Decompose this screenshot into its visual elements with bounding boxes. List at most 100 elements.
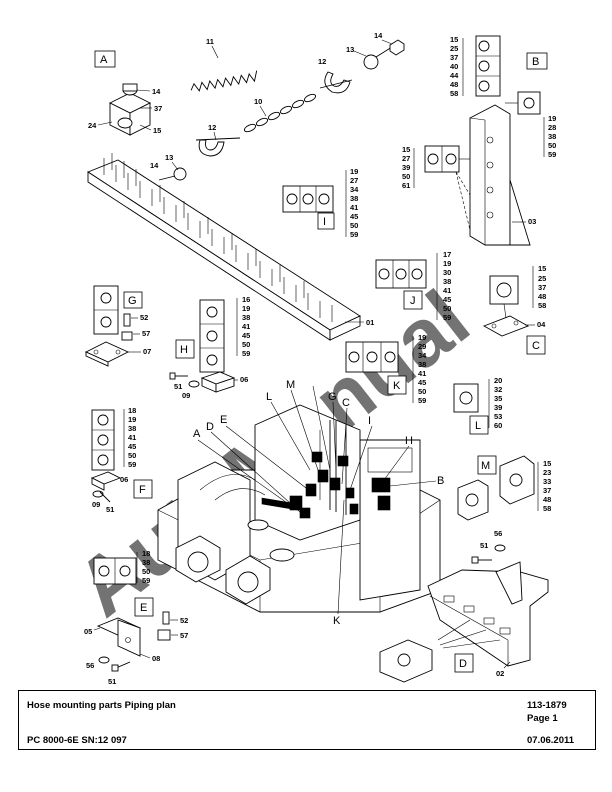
svg-text:58: 58 (450, 89, 458, 98)
group-a: A 14 37 24 15 (88, 50, 162, 136)
machine-label-b: B (437, 475, 444, 487)
machine-label-h: H (405, 435, 413, 447)
svg-text:45: 45 (443, 295, 451, 304)
part-08: 08 (152, 654, 160, 663)
svg-text:30: 30 (443, 268, 451, 277)
part-57-g: 57 (142, 329, 150, 338)
svg-text:19: 19 (242, 304, 250, 313)
box-e: E (140, 602, 147, 614)
svg-text:25: 25 (538, 274, 546, 283)
svg-text:59: 59 (548, 150, 556, 159)
callouts-i: 19 27 34 38 41 45 50 59 (345, 167, 359, 239)
svg-text:45: 45 (128, 442, 136, 451)
box-l: L (475, 420, 481, 432)
svg-text:41: 41 (242, 322, 250, 331)
group-c: 04 C 15 25 37 48 58 (482, 264, 546, 355)
group-j: J 17 19 30 38 41 45 50 59 (375, 250, 451, 322)
svg-text:16: 16 (242, 295, 250, 304)
svg-text:20: 20 (494, 376, 502, 385)
svg-text:38: 38 (350, 194, 358, 203)
part-01: 01 (366, 318, 374, 327)
svg-text:44: 44 (450, 71, 459, 80)
document-number: 113-1879 (527, 700, 567, 711)
machine-label-k: L (266, 391, 272, 403)
group-b: B 15 25 37 40 44 48 58 03 (402, 35, 556, 246)
page-number: Page 1 (527, 713, 558, 724)
box-d: D (459, 658, 467, 670)
box-b: B (532, 56, 539, 68)
box-i: I (323, 216, 326, 228)
machine-label-d: D (206, 421, 214, 433)
machine-label-j: K (333, 615, 341, 627)
svg-text:29: 29 (418, 342, 426, 351)
svg-text:50: 50 (142, 567, 150, 576)
callouts-h: 16 19 38 41 45 50 59 (236, 295, 250, 358)
svg-text:37: 37 (543, 486, 551, 495)
svg-text:15: 15 (538, 264, 546, 273)
part-09-h: 09 (182, 391, 190, 400)
svg-text:58: 58 (543, 504, 551, 513)
group-e: 18 38 50 59 E 05 08 52 57 56 51 (84, 549, 188, 686)
svg-text:32: 32 (494, 385, 502, 394)
callouts-l: 20 32 35 39 53 60 (488, 376, 502, 430)
svg-text:35: 35 (494, 394, 502, 403)
svg-text:25: 25 (450, 44, 458, 53)
svg-text:19: 19 (548, 114, 556, 123)
svg-text:39: 39 (494, 403, 502, 412)
svg-text:38: 38 (142, 558, 150, 567)
svg-text:19: 19 (443, 259, 451, 268)
callouts-k: 19 29 34 38 41 45 50 59 (412, 333, 427, 405)
svg-text:34: 34 (350, 185, 359, 194)
svg-text:50: 50 (350, 221, 358, 230)
svg-text:33: 33 (543, 477, 551, 486)
svg-text:27: 27 (402, 154, 410, 163)
svg-text:19: 19 (418, 333, 426, 342)
part-57-e: 57 (180, 631, 188, 640)
part-06-h: 06 (240, 375, 248, 384)
callouts-b-side: 19 28 38 50 59 (543, 114, 556, 159)
part-56-d: 56 (494, 529, 502, 538)
box-g: G (128, 295, 137, 307)
callouts-left-of-b: 15 27 39 50 61 (402, 145, 415, 190)
part-37-a: 37 (154, 104, 162, 113)
svg-text:59: 59 (443, 313, 451, 322)
svg-text:50: 50 (128, 451, 136, 460)
callouts-m: 15 23 33 37 48 58 (537, 459, 551, 513)
svg-text:50: 50 (418, 387, 426, 396)
svg-text:59: 59 (418, 396, 426, 405)
rail-01: 01 (87, 153, 374, 341)
group-l: L 20 32 35 39 53 60 (453, 376, 502, 435)
spring: 11 (190, 37, 258, 92)
machine-body (157, 404, 441, 613)
svg-text:37: 37 (538, 283, 546, 292)
part-51-d: 51 (480, 541, 488, 550)
part-14-mid: 14 (150, 161, 159, 170)
svg-text:60: 60 (494, 421, 502, 430)
document-date: 07.06.2011 (527, 735, 575, 746)
svg-text:19: 19 (128, 415, 136, 424)
svg-text:18: 18 (128, 406, 136, 415)
group-h: H 16 19 38 41 45 50 59 06 51 09 (169, 295, 250, 400)
part-56-e: 56 (86, 661, 94, 670)
part-11: 11 (206, 37, 214, 46)
part-51-e: 51 (108, 677, 116, 686)
svg-text:19: 19 (350, 167, 358, 176)
svg-text:48: 48 (543, 495, 551, 504)
group-m: M 15 23 33 37 48 58 (457, 455, 551, 521)
part-06-f: 06 (120, 475, 128, 484)
part-15-a: 15 (153, 126, 161, 135)
part-02: 02 (496, 669, 504, 678)
drawing-title: Hose mounting parts Piping plan (27, 700, 176, 711)
svg-text:39: 39 (402, 163, 410, 172)
part-09-f: 09 (92, 500, 100, 509)
part-14-a: 14 (152, 87, 161, 96)
svg-text:17: 17 (443, 250, 451, 259)
part-51-h: 51 (174, 382, 182, 391)
group-d: 02 D 51 56 (379, 529, 549, 683)
machine-serial: PC 8000-6E SN:12 097 (27, 735, 127, 746)
svg-text:50: 50 (242, 340, 250, 349)
part-12-top: 12 (318, 57, 326, 66)
svg-text:41: 41 (350, 203, 358, 212)
svg-text:59: 59 (242, 349, 250, 358)
machine-label-e: E (220, 414, 227, 426)
